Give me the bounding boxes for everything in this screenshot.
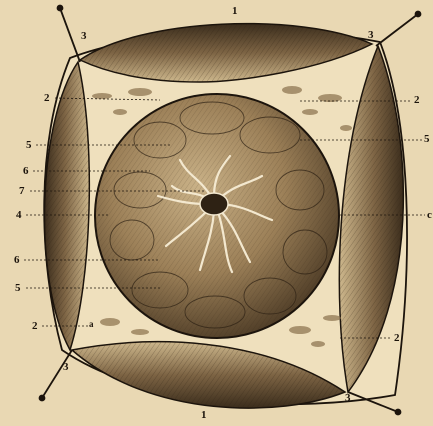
label-5-left-lower: 5 — [15, 283, 21, 294]
central-nucleus — [200, 193, 228, 215]
label-5-left-upper: 5 — [26, 140, 32, 151]
label-2-left-lower: 2 — [32, 321, 38, 332]
label-3-top-left: 3 — [81, 31, 87, 42]
label-6-left-lower: 6 — [14, 255, 20, 266]
label-1-bottom: 1 — [201, 410, 207, 421]
label-6-left-upper: 6 — [23, 166, 29, 177]
label-3-bottom-left: 3 — [63, 362, 69, 373]
label-2-left-upper: 2 — [44, 93, 50, 104]
label-a-left: a — [89, 319, 94, 330]
label-3-top-right: 3 — [368, 30, 374, 41]
label-1-top: 1 — [232, 6, 238, 17]
label-2-right-upper: 2 — [414, 95, 420, 106]
label-4-left: 4 — [16, 210, 22, 221]
label-2-right-lower: 2 — [394, 333, 400, 344]
label-7-left: 7 — [19, 186, 25, 197]
label-5-right: 5 — [424, 134, 430, 145]
label-c-right: c — [427, 210, 432, 221]
label-3-bottom-right: 3 — [345, 393, 351, 404]
